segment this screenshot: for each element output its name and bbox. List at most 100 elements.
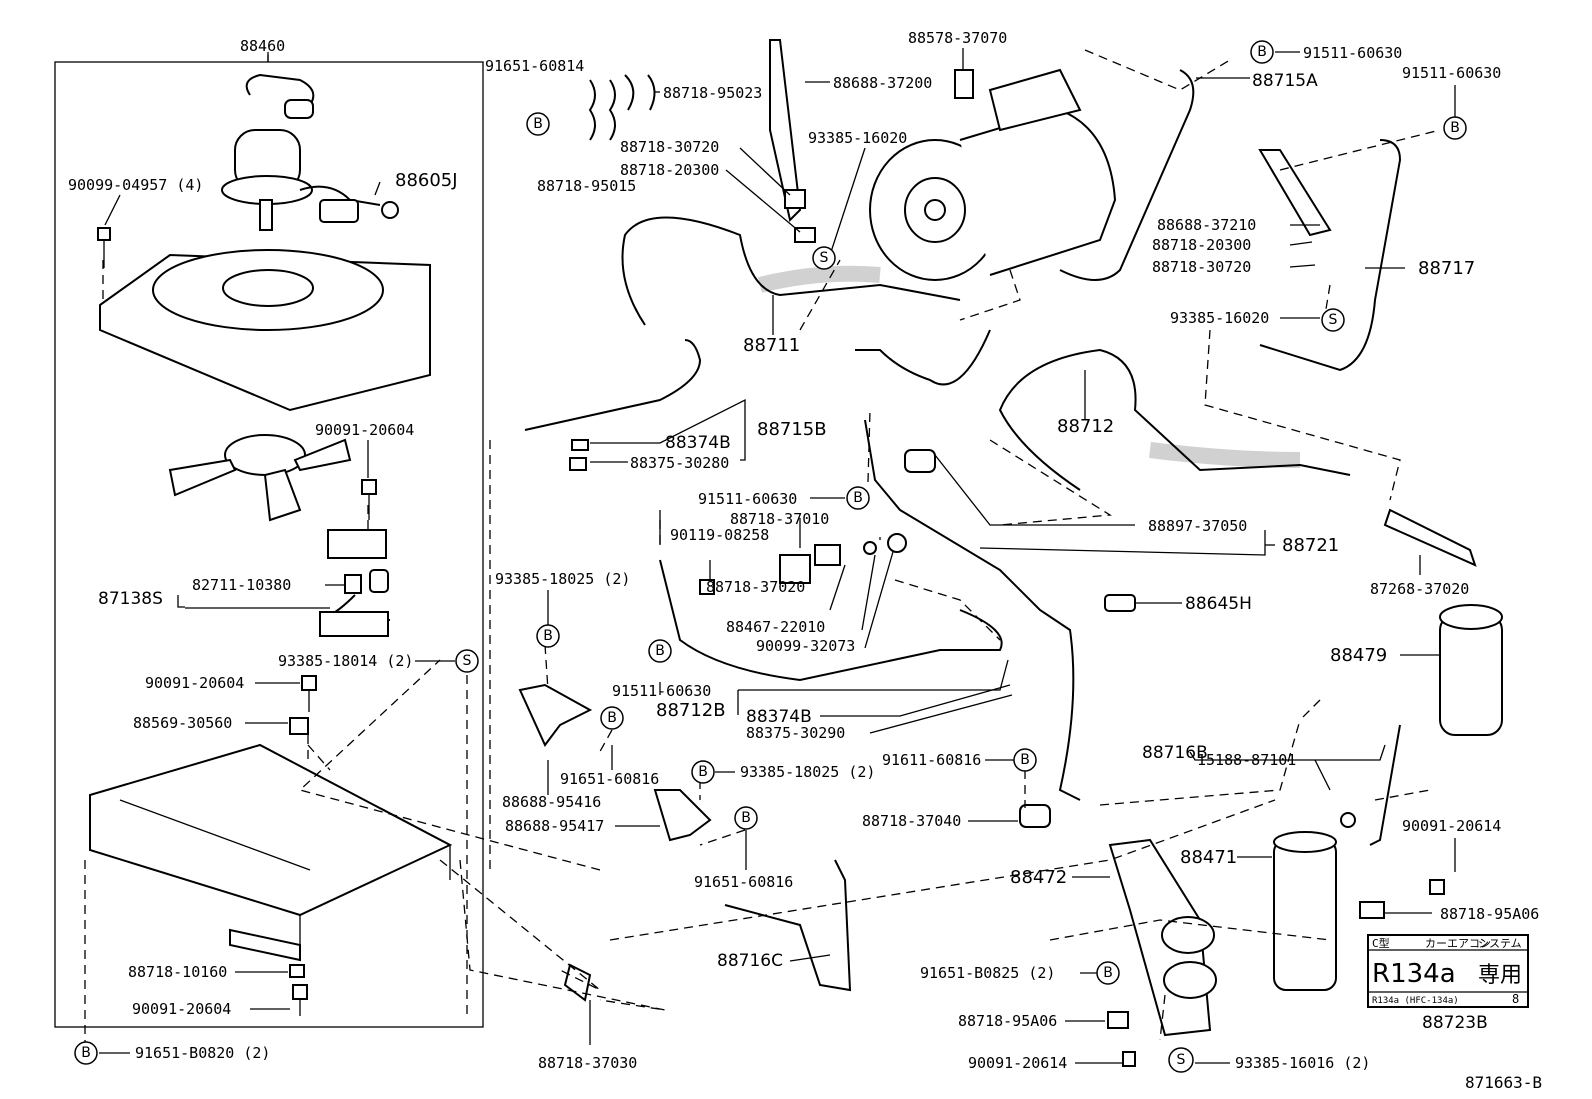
- oring-88375-30280: [569, 457, 587, 471]
- label-88718-20300-b: 88718-20300: [1152, 236, 1251, 254]
- label-88569-30560: 88569-30560: [133, 714, 232, 732]
- bolt-symbol: [1096, 961, 1120, 985]
- svg-text:B: B: [543, 628, 553, 644]
- label-90091-20604-c: 90091-20604: [132, 1000, 231, 1018]
- bolt-90091-20604-c: [292, 984, 308, 1016]
- label-88716B: 88716B: [1142, 743, 1208, 763]
- bracket-88569-30560: [289, 717, 309, 735]
- label-88721: 88721: [1282, 535, 1339, 556]
- grommet-88718-37040: [1019, 804, 1051, 828]
- label-88375-30280: 88375-30280: [630, 454, 729, 472]
- receiver-88479: [1439, 604, 1503, 736]
- label-88375-30290: 88375-30290: [746, 724, 845, 742]
- label-88723B: 88723B: [1422, 1013, 1488, 1033]
- label-88688-95416: 88688-95416: [502, 793, 601, 811]
- label-88718-37030: 88718-37030: [538, 1054, 637, 1072]
- dryer-88471: [1273, 831, 1337, 991]
- svg-text:B: B: [698, 764, 708, 780]
- label-88718-37010: 88718-37010: [730, 510, 829, 528]
- pipe-88721: [864, 419, 1081, 801]
- bolt-symbol: [536, 624, 560, 648]
- label-header-mid: カーエアコン: [1425, 937, 1491, 950]
- label-foot-right: 8: [1512, 992, 1519, 1006]
- label-15188-87101: 15188-87101: [1197, 751, 1296, 769]
- clamp-88718-37030: [563, 963, 592, 1002]
- fan-shroud: [99, 249, 431, 412]
- screw-symbol: [812, 246, 836, 270]
- pipe-88717: [1259, 139, 1402, 372]
- label-88718-30720-a: 88718-30720: [620, 138, 719, 156]
- bolt-90091-20604-b: [301, 675, 317, 712]
- label-88715A: 88715A: [1252, 71, 1318, 91]
- label-88467-22010: 88467-22010: [726, 618, 825, 636]
- label-88897-37050: 88897-37050: [1148, 517, 1247, 535]
- cap-90099-32073: [887, 533, 907, 553]
- label-90099-04957: 90099-04957 (4): [68, 176, 203, 194]
- label-88578-37070: 88578-37070: [908, 29, 1007, 47]
- bracket-88688-95416: [518, 683, 593, 747]
- label-88711: 88711: [743, 335, 800, 356]
- hose-junction: [855, 329, 991, 386]
- svg-text:B: B: [741, 810, 751, 826]
- bolt-symbol: [1013, 748, 1037, 772]
- bolt-symbol: [1443, 116, 1467, 140]
- label-82711-10380: 82711-10380: [192, 576, 291, 594]
- label-88688-95417: 88688-95417: [505, 817, 604, 835]
- label-91651-B0820: 91651-B0820 (2): [135, 1044, 270, 1062]
- refrigerant-label-88723B: C型 カーエアコン システム R134a 専用 R134a (HFC-134a)…: [1367, 934, 1529, 1008]
- label-88605J: 88605J: [395, 170, 458, 191]
- bolt-symbol: [846, 486, 870, 510]
- hose-88712: [998, 348, 1351, 491]
- label-88471: 88471: [1180, 847, 1237, 868]
- sleeve-87268-37020: [1383, 508, 1477, 567]
- switch-88645H: [1104, 594, 1136, 612]
- label-90091-20604-a: 90091-20604: [315, 421, 414, 439]
- part-labels: 88460 91651-60814 88718-95023 88688-3720…: [68, 29, 1542, 1092]
- screw-symbol: [1321, 308, 1345, 332]
- label-88460: 88460: [240, 37, 285, 55]
- bracket-88688-95417: [653, 789, 712, 842]
- svg-text:B: B: [1103, 965, 1113, 981]
- bolt-symbol: [691, 760, 715, 784]
- grommet-88897-37050: [904, 449, 936, 473]
- bracket-88472: [1108, 838, 1217, 1037]
- label-87268-37020: 87268-37020: [1370, 580, 1469, 598]
- symbol-circles: B B B S S B B S B B B B B B B S: [74, 40, 1467, 1073]
- label-88374B-a: 88374B: [665, 433, 731, 453]
- label-88472: 88472: [1010, 867, 1067, 888]
- svg-text:B: B: [1020, 752, 1030, 768]
- label-91511-60630-d: 91511-60630: [612, 682, 711, 700]
- fan-assembly-frame: [54, 61, 484, 1028]
- label-91511-60630-b: 91511-60630: [1402, 64, 1501, 82]
- label-88718-95A06-b: 88718-95A06: [958, 1012, 1057, 1030]
- label-93385-18025-b: 93385-18025 (2): [740, 763, 875, 781]
- label-88718-10160: 88718-10160: [128, 963, 227, 981]
- clamp-88718-95023: [624, 74, 656, 111]
- fan-blade: [168, 434, 352, 522]
- fan-harness: [319, 569, 391, 637]
- clamp-88718-95A06-a: [1359, 901, 1385, 919]
- oring-88374B-a: [571, 439, 589, 451]
- oring-15188-87101: [1340, 812, 1356, 828]
- svg-text:S: S: [1329, 312, 1338, 328]
- label-88688-37200: 88688-37200: [833, 74, 932, 92]
- label-93385-18014: 93385-18014 (2): [278, 652, 413, 670]
- svg-text:B: B: [533, 116, 543, 132]
- label-foot-left: R134a (HFC-134a): [1372, 996, 1459, 1006]
- label-90091-20614-b: 90091-20614: [968, 1054, 1067, 1072]
- label-88712B: 88712B: [656, 700, 726, 721]
- label-88374B-b: 88374B: [746, 707, 812, 727]
- compressor: [869, 68, 1117, 281]
- bolt-symbol: [648, 639, 672, 663]
- label-91511-60630-c: 91511-60630: [698, 490, 797, 508]
- bolt-symbol: [600, 706, 624, 730]
- pipe-88716C: [724, 859, 852, 992]
- label-88718-95023: 88718-95023: [663, 84, 762, 102]
- svg-text:S: S: [820, 250, 829, 266]
- bracket-88718-37010: [779, 554, 811, 584]
- label-90091-20604-b: 90091-20604: [145, 674, 244, 692]
- fan-motor: [221, 73, 399, 231]
- label-88688-37210: 88688-37210: [1157, 216, 1256, 234]
